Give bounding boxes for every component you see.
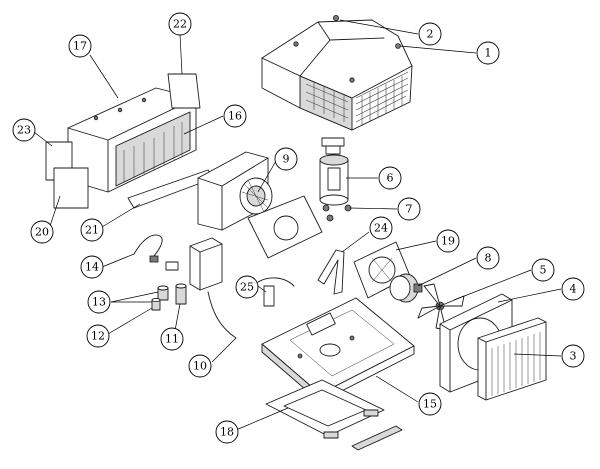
svg-text:11: 11 [165,333,179,346]
svg-text:7: 7 [406,203,413,216]
svg-text:15: 15 [423,398,437,411]
svg-text:12: 12 [91,330,105,343]
callout-13: 13 [87,290,111,314]
svg-text:24: 24 [374,222,388,235]
svg-text:10: 10 [193,360,207,373]
callout-5: 5 [531,258,555,282]
callout-11: 11 [160,327,184,351]
part-tube [207,291,237,339]
part-compressor [319,137,352,222]
callout-12: 12 [86,324,110,348]
svg-text:5: 5 [540,264,547,277]
svg-text:13: 13 [92,296,106,309]
svg-text:4: 4 [570,283,577,296]
part-capacitors [151,285,169,311]
svg-text:2: 2 [427,28,434,41]
callout-4: 4 [561,277,585,301]
callout-18: 18 [215,420,239,444]
callout-10: 10 [188,354,212,378]
svg-text:1: 1 [485,47,492,60]
part-gasket [265,379,403,451]
callout-21: 21 [80,218,104,242]
svg-text:3: 3 [570,350,577,363]
part-motor [389,273,423,303]
part-blower [197,151,323,259]
callout-19: 19 [436,229,460,253]
svg-text:16: 16 [228,110,242,123]
part-housing [45,73,215,209]
callout-3: 3 [561,344,585,368]
part-condenser-coil [477,317,547,401]
svg-text:14: 14 [85,261,99,274]
callout-8: 8 [476,246,500,270]
svg-text:22: 22 [173,18,187,31]
callout-25: 25 [235,275,259,299]
callout-1: 1 [476,41,500,65]
leader-lines [33,19,562,431]
part-shroud [261,14,413,131]
callout-24: 24 [369,216,393,240]
callout-2: 2 [418,22,442,46]
svg-text:17: 17 [73,40,87,53]
part-orifice [353,241,411,299]
svg-text:8: 8 [485,252,492,265]
svg-text:19: 19 [441,235,455,248]
part-harness [133,234,179,271]
svg-text:21: 21 [85,224,99,237]
callout-6: 6 [378,166,402,190]
callout-22: 22 [168,12,192,36]
svg-text:9: 9 [283,153,290,166]
callout-15: 15 [418,392,442,416]
part-base-pan [261,297,415,403]
svg-text:20: 20 [35,226,49,239]
callout-7: 7 [397,197,421,221]
part-support [317,249,345,295]
svg-text:23: 23 [17,124,31,137]
callout-23: 23 [12,118,36,142]
callout-16: 16 [223,104,247,128]
callout-20: 20 [30,220,54,244]
callout-14: 14 [80,255,104,279]
callout-17: 17 [68,34,92,58]
part-control-box [175,237,223,305]
svg-text:25: 25 [240,281,254,294]
part-bracket [257,277,295,307]
svg-text:18: 18 [220,426,234,439]
callout-9: 9 [274,147,298,171]
svg-text:6: 6 [387,172,394,185]
